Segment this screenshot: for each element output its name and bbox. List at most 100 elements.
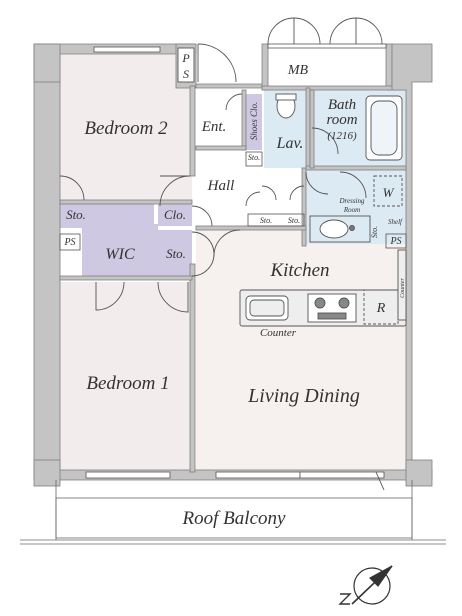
storage-door-2: [191, 253, 215, 277]
wall-dressing-left: [301, 167, 307, 247]
balcony-area: [55, 497, 413, 539]
label-entrance: Ent.: [201, 119, 227, 135]
wall-hall-right: [305, 87, 311, 169]
window-mb-top: [267, 43, 387, 49]
hall-storage-box: [247, 213, 305, 227]
window-living-bottom-1: [215, 471, 301, 479]
storage-left-door: [59, 175, 85, 201]
wic-door-bottom: [95, 281, 125, 311]
washer-box: [373, 175, 403, 207]
doors: [59, 17, 385, 491]
mb-door-1: [267, 17, 295, 45]
label-bedroom-1: Bedroom 1: [86, 373, 169, 394]
windows: [85, 43, 387, 479]
shoes-closet-floor: [246, 94, 262, 150]
label-roof-balcony: Roof Balcony: [182, 508, 286, 529]
label-bathroom-2: room: [326, 112, 357, 128]
corner-pier-top-left: [33, 43, 61, 83]
storage-outlines: [59, 151, 407, 251]
closet-floor: [158, 204, 192, 226]
living-door-swing: [213, 229, 241, 257]
label-bedroom-2: Bedroom 2: [84, 118, 168, 139]
label-ps-top-s: S: [183, 67, 189, 81]
vanity-tap: [349, 225, 355, 231]
label-bathroom-1: Bath: [328, 97, 356, 113]
balcony-door: [375, 471, 385, 491]
label-dressing-2: Room: [343, 206, 360, 214]
hall-storage-door-2: [289, 185, 305, 201]
mb-door-2: [293, 17, 321, 45]
grill: [317, 312, 347, 320]
window-bedroom1-bottom: [85, 471, 171, 479]
kitchen-sink-inner: [249, 299, 285, 317]
hall-storage-door-3: [245, 191, 261, 207]
label-storage-wic: Sto.: [166, 246, 186, 261]
label-shoes-closet: Shoes Clo.: [249, 102, 259, 141]
outer-wall-top-right: [195, 83, 263, 89]
storage-wic-floor: [158, 230, 192, 276]
bathtub-inner: [370, 100, 398, 156]
label-wic: WIC: [105, 246, 135, 263]
room-labels: Bedroom 2 Bedroom 1 Ent. Hall Kitchen Li…: [63, 51, 406, 529]
wall-wic-bottom: [59, 275, 193, 281]
living-dining-floor: [196, 230, 406, 472]
mb-door-4: [355, 17, 383, 45]
lavatory-door: [311, 127, 339, 155]
mb-door-3: [329, 17, 357, 45]
label-mb: MB: [287, 63, 309, 78]
walls: [33, 43, 433, 487]
side-counter: [397, 249, 407, 321]
fixtures: [177, 47, 407, 327]
ps-top-box: [177, 47, 195, 83]
wall-wic-top: [59, 199, 193, 205]
label-washer: W: [383, 185, 395, 200]
label-ps-right: PS: [389, 236, 401, 247]
shoe-closet-door: [225, 93, 243, 111]
dressing-room-door: [339, 171, 367, 199]
label-bath-size: (1216): [327, 130, 357, 142]
wall-bed-divider-1: [189, 85, 196, 177]
label-closet: Clo.: [164, 207, 186, 222]
mb-wall-left: [261, 43, 269, 91]
storage-door: [191, 231, 215, 255]
label-storage-left: Sto.: [66, 207, 86, 222]
storage-upper-floor: [92, 204, 154, 224]
label-counter-side: Counter: [400, 278, 406, 298]
ps-right-box: [385, 233, 407, 249]
window-bedroom2-top: [93, 46, 161, 53]
mb-wall-bottom: [261, 85, 407, 91]
hall-storage-door-1: [261, 185, 277, 201]
bedroom-2-floor: [60, 54, 192, 204]
corner-pier-bottom-right: [405, 459, 433, 487]
label-storage-ent: Sto.: [248, 153, 260, 162]
roof-balcony: [20, 480, 446, 545]
label-ps-side: PS: [63, 237, 75, 248]
label-counter: Counter: [260, 327, 297, 339]
label-fridge: R: [376, 301, 386, 316]
label-ps-top-p: P: [181, 51, 190, 65]
burner-1: [314, 297, 326, 309]
burner-2: [338, 297, 350, 309]
label-lavatory: Lav.: [276, 135, 304, 152]
wall-bath-bottom: [305, 165, 407, 171]
window-living-bottom-2: [299, 471, 385, 479]
label-shelf: Shelf: [388, 218, 403, 226]
ent-storage-box: [245, 151, 263, 167]
bedroom-1-floor: [60, 282, 192, 472]
wall-ent-bottom: [195, 145, 247, 151]
entrance-door-swing: [197, 43, 237, 83]
mb-wall-right: [385, 43, 393, 91]
bedroom1-door: [157, 281, 189, 313]
label-storage-dressing: Sto.: [370, 226, 379, 238]
wall-ent-divider: [241, 89, 247, 151]
storage-left-floor: [60, 204, 92, 228]
wall-kitchen-top: [195, 225, 307, 231]
label-dressing-1: Dressing: [338, 197, 365, 205]
label-storage-hall-1: Sto.: [260, 216, 272, 225]
bedroom2-door-swing: [159, 175, 191, 207]
label-hall: Hall: [207, 178, 235, 194]
dressing-room-door-2: [305, 171, 329, 195]
label-living-dining: Living Dining: [247, 385, 360, 407]
north-arrow-icon: [338, 565, 393, 605]
